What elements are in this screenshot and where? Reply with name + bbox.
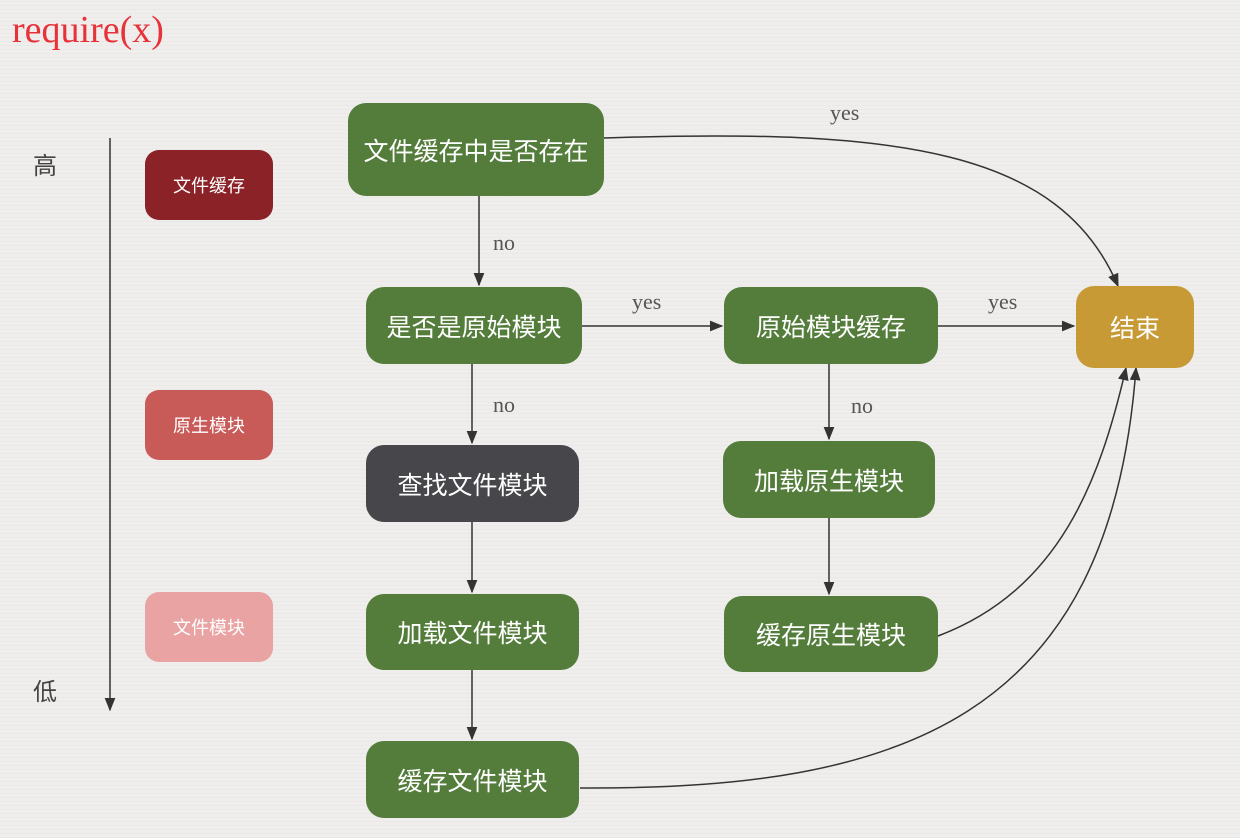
edge-label-cache-yes: yes: [830, 100, 860, 125]
edge-cachecore-end: [937, 366, 1129, 637]
legend-file-cache: 文件缓存: [145, 150, 273, 220]
node-find-file-module: 查找文件模块: [366, 445, 579, 522]
scale-low-label: 低: [33, 678, 57, 706]
edge-label-corecache-no: no: [851, 393, 873, 418]
edge-label-cache-no: no: [493, 230, 515, 255]
node-core-module-cache: 原始模块缓存: [724, 287, 938, 364]
scale-high-label: 高: [33, 152, 57, 180]
node-load-file-module: 加载文件模块: [366, 594, 579, 670]
node-file-cache-exists: 文件缓存中是否存在: [348, 103, 604, 196]
diagram-title: require(x): [12, 9, 164, 51]
node-end: 结束: [1076, 286, 1194, 368]
node-is-core-module: 是否是原始模块: [366, 287, 582, 364]
node-cache-core-module: 缓存原生模块: [724, 596, 938, 672]
edge-cachefile-end: [579, 366, 1141, 789]
edge-label-core-yes: yes: [632, 289, 662, 314]
edge-label-corecache-yes: yes: [988, 289, 1018, 314]
edge-cache-yes: [603, 135, 1119, 288]
legend-file-module: 文件模块: [145, 592, 273, 662]
node-cache-file-module: 缓存文件模块: [366, 741, 579, 818]
legend-core-module: 原生模块: [145, 390, 273, 460]
node-load-core-module: 加载原生模块: [723, 441, 935, 518]
edge-label-core-no: no: [493, 392, 515, 417]
